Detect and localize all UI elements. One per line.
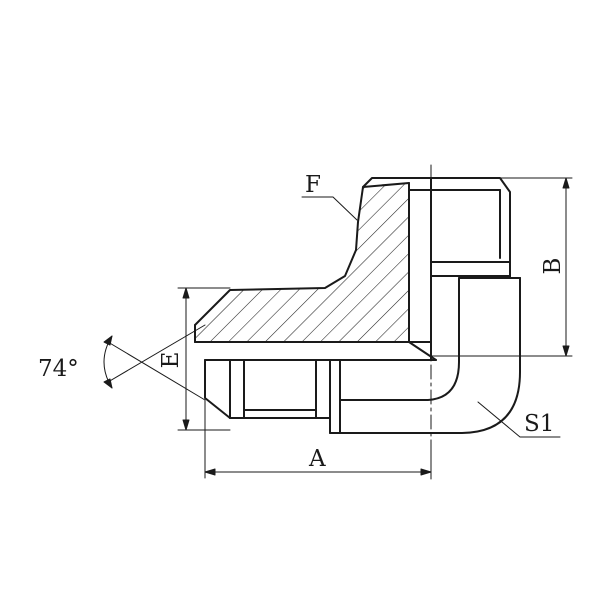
dim-b-label: B [540, 258, 566, 275]
angle-arrow-top [103, 335, 113, 346]
elbow-inner-curve [339, 277, 460, 401]
dim-e-arrow-bottom [182, 419, 190, 431]
dim-f-label: F [305, 172, 321, 198]
dim-a-arrow-left [204, 468, 216, 476]
elbow-outer-curve [339, 277, 521, 434]
angle-line-lower [107, 341, 206, 401]
dim-a-label: A [308, 446, 326, 472]
f-leader [301, 196, 358, 221]
s1-leader [477, 401, 561, 438]
angle-arrow-bottom [103, 378, 113, 389]
body-step [408, 341, 437, 361]
dim-e-arrow-top [182, 287, 190, 299]
dim-s1-label: S1 [524, 411, 554, 437]
flare-nose-lower [204, 359, 231, 419]
dim-e-label: E [158, 352, 184, 369]
dim-b-arrow-bottom [562, 345, 570, 357]
angle-label: 74° [38, 356, 79, 382]
dim-a-arrow-right [420, 468, 432, 476]
hatched-section [194, 182, 410, 343]
angle-line-upper [107, 324, 206, 383]
dim-b-arrow-top [562, 177, 570, 189]
